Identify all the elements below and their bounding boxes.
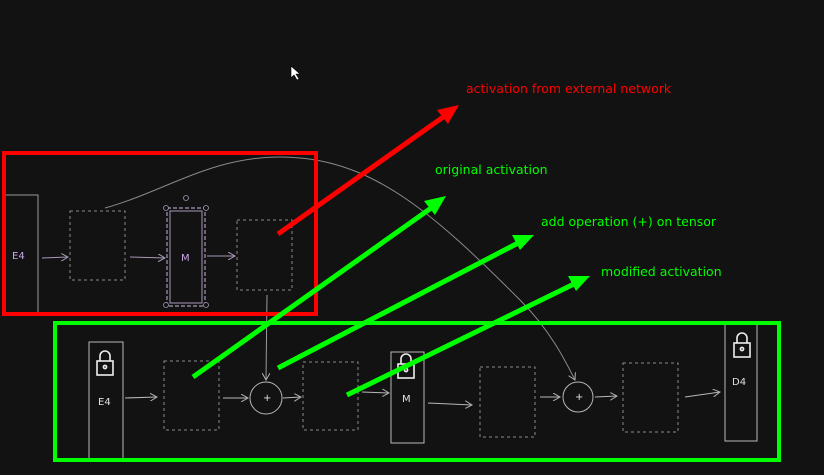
bottom-activation-box-4 <box>622 362 679 433</box>
decoder-label: D4 <box>732 377 746 388</box>
lock-icon <box>733 332 751 358</box>
mouse-cursor-icon <box>290 65 301 81</box>
bottom-middle-label: M <box>402 394 411 405</box>
label-original-activation: original activation <box>435 162 548 177</box>
external-network-row: E4 M <box>4 156 575 380</box>
add-operation-node-2 <box>562 381 594 413</box>
bottom-activation-box-3 <box>479 366 536 438</box>
annotation-arrow-original <box>191 196 446 380</box>
selection-handles[interactable] <box>163 195 209 308</box>
add-symbol: + <box>575 392 583 403</box>
top-encoder-label: E4 <box>12 251 25 262</box>
top-activation-box-1 <box>69 210 126 281</box>
skip-connection-curve <box>104 156 575 380</box>
bottom-encoder-label: E4 <box>98 397 111 408</box>
annotation-arrow-external <box>276 105 459 237</box>
top-activation-box-2 <box>236 219 293 291</box>
main-network-highlight <box>53 321 781 462</box>
main-network-row: E4 + M + D4 <box>88 323 758 462</box>
top-middle-block[interactable] <box>166 207 206 307</box>
add-symbol: + <box>263 393 271 404</box>
external-network-highlight <box>2 151 318 316</box>
annotation-arrow-modified <box>345 276 590 398</box>
lock-icon <box>96 350 114 376</box>
label-add-operation: add operation (+) on tensor <box>541 214 717 229</box>
bottom-middle-block <box>390 351 425 444</box>
add-operation-node-1 <box>249 381 283 415</box>
bottom-activation-box-1 <box>163 360 220 431</box>
bottom-activation-box-2 <box>302 361 359 431</box>
label-external-activation: activation from external network <box>466 81 672 96</box>
annotation-arrow-add <box>276 235 534 371</box>
top-middle-label: M <box>181 253 190 264</box>
label-modified-activation: modified activation <box>601 264 722 279</box>
